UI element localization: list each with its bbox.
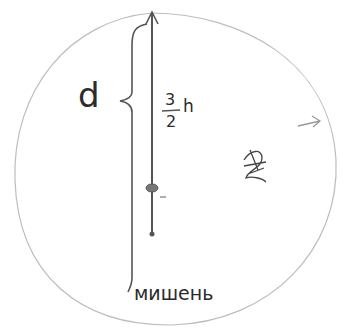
vertical-line [151, 14, 153, 235]
distance-label: d [78, 78, 100, 112]
height-label: h [183, 98, 194, 115]
tick-mark [160, 196, 166, 197]
fraction-bar [162, 110, 180, 111]
rotation-arrow [298, 116, 320, 127]
fraction-denominator: 2 [166, 114, 176, 130]
end-dot [150, 232, 155, 237]
target-label: мишень [134, 284, 213, 303]
arrow-head [146, 12, 158, 24]
circle-outline [15, 13, 336, 325]
fraction-numerator: 3 [165, 92, 175, 108]
point-mark [146, 184, 158, 192]
brace [120, 24, 147, 292]
scribble [244, 150, 266, 182]
